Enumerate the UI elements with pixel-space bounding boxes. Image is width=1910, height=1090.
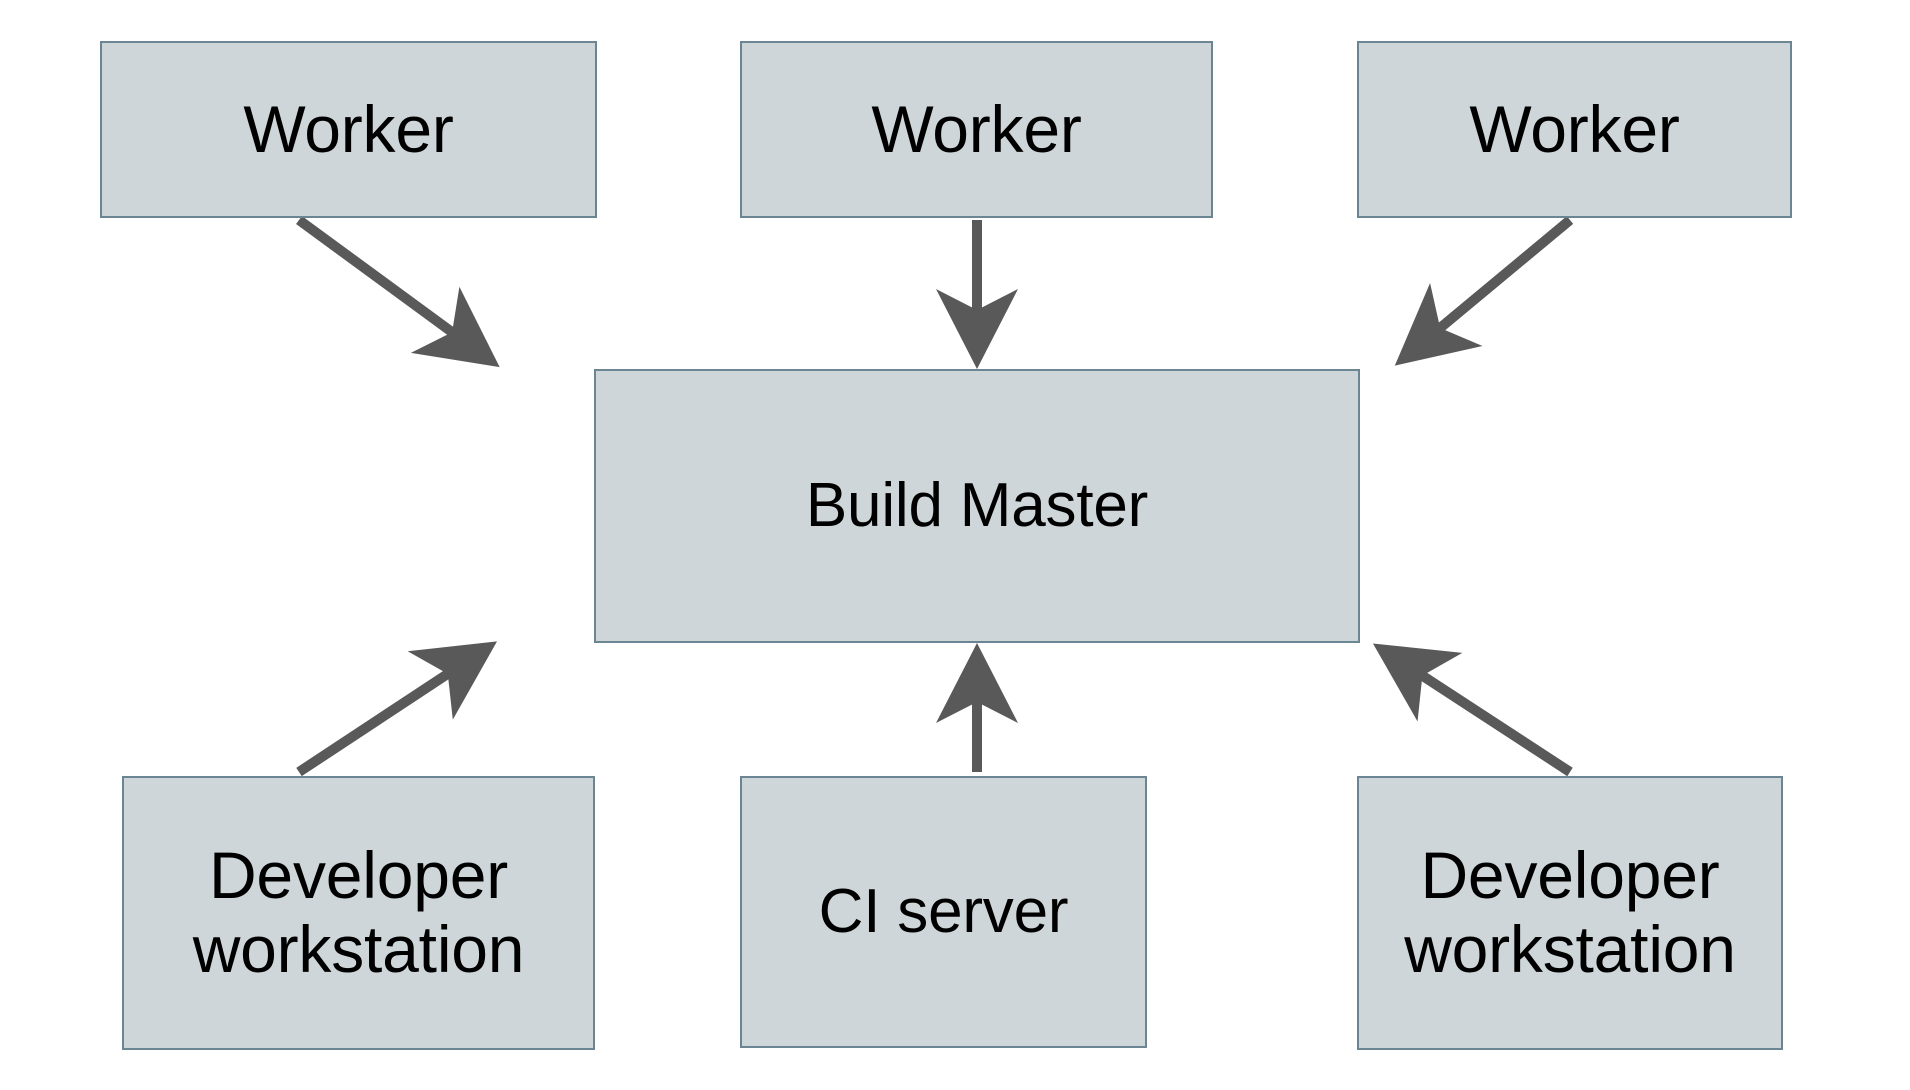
node-worker-2[interactable]: Worker <box>740 41 1213 218</box>
node-worker-3-label: Worker <box>1469 91 1680 166</box>
node-build-master-label: Build Master <box>805 471 1149 541</box>
edge-dev-ws-left-to-build-master <box>296 641 498 777</box>
node-worker-2-label: Worker <box>871 91 1082 166</box>
node-worker-1-label: Worker <box>243 91 454 166</box>
node-developer-workstation-left-label: Developer workstation <box>192 838 525 986</box>
edge-worker-3-to-build-master <box>1394 216 1574 366</box>
node-worker-3[interactable]: Worker <box>1357 41 1792 218</box>
node-build-master[interactable]: Build Master <box>594 369 1360 643</box>
node-developer-workstation-right[interactable]: Developer workstation <box>1357 776 1783 1050</box>
node-ci-server[interactable]: CI server <box>740 776 1147 1048</box>
node-developer-workstation-right-label: Developer workstation <box>1404 838 1736 986</box>
node-developer-workstation-left[interactable]: Developer workstation <box>122 776 595 1050</box>
edge-worker-1-to-build-master <box>296 215 500 368</box>
node-worker-1[interactable]: Worker <box>100 41 597 218</box>
node-ci-server-label: CI server <box>818 877 1069 947</box>
edge-dev-ws-right-to-build-master <box>1372 643 1573 777</box>
